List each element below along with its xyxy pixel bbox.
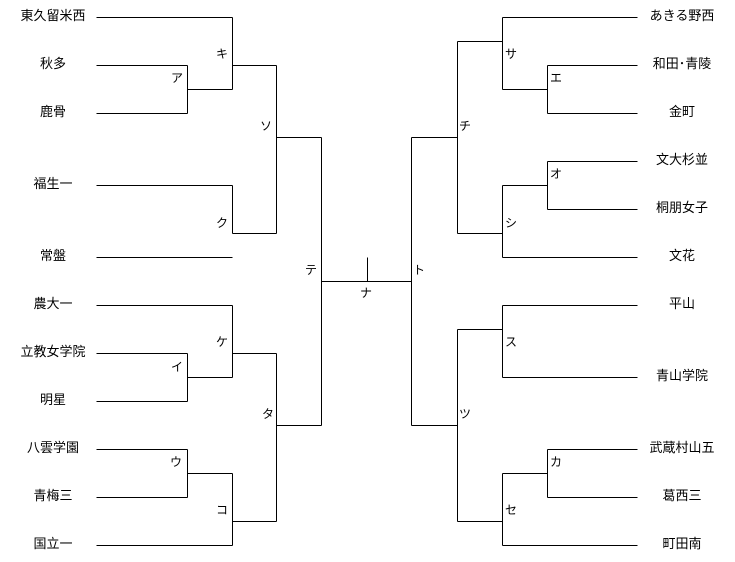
match-label-sa: サ [505,47,518,61]
match-label-tsu: ツ [459,407,472,421]
team-left-11: 国立一 [33,537,73,552]
match-label-o: オ [550,167,563,181]
team-left-5: 常盤 [39,249,67,264]
team-right-1: あきる野西 [649,9,715,24]
match-label-se: セ [505,503,518,517]
match-label-ta: タ [262,407,275,421]
match-label-shi: シ [505,216,518,230]
match-label-su: ス [505,335,518,349]
team-left-10: 青梅三 [33,489,73,504]
team-right-5: 桐朋女子 [655,201,709,216]
match-label-a: ア [171,71,184,85]
match-label-so: ソ [260,119,273,133]
match-label-ke: ケ [216,335,229,349]
team-right-11: 町田南 [662,537,702,552]
match-label-u: ウ [170,455,183,469]
match-label-i: イ [171,360,184,374]
match-label-to: ト [413,263,426,277]
match-label-na: ナ [360,286,373,300]
team-right-4: 文大杉並 [655,153,709,168]
team-right-10: 葛西三 [662,489,702,504]
team-right-3: 金町 [668,105,696,120]
team-left-6: 農大一 [33,297,73,312]
match-label-te: テ [305,263,318,277]
team-left-8: 明星 [39,393,67,408]
team-left-4: 福生一 [33,177,73,192]
team-right-2: 和田･青陵 [652,57,712,72]
team-left-9: 八雲学園 [26,441,80,456]
team-right-8: 青山学院 [655,369,709,384]
team-left-2: 秋多 [39,57,67,72]
match-label-chi: チ [459,119,472,133]
team-left-3: 鹿骨 [39,105,67,120]
team-right-7: 平山 [668,297,696,312]
match-label-e: エ [550,71,563,85]
match-label-ku: ク [216,216,229,230]
match-label-ka: カ [550,455,563,469]
match-label-ko: コ [216,503,229,517]
match-label-ki: キ [216,47,229,61]
team-right-6: 文花 [668,249,696,264]
team-left-7: 立教女学院 [20,345,86,360]
team-right-9: 武蔵村山五 [649,441,715,456]
team-left-1: 東久留米西 [20,9,86,24]
